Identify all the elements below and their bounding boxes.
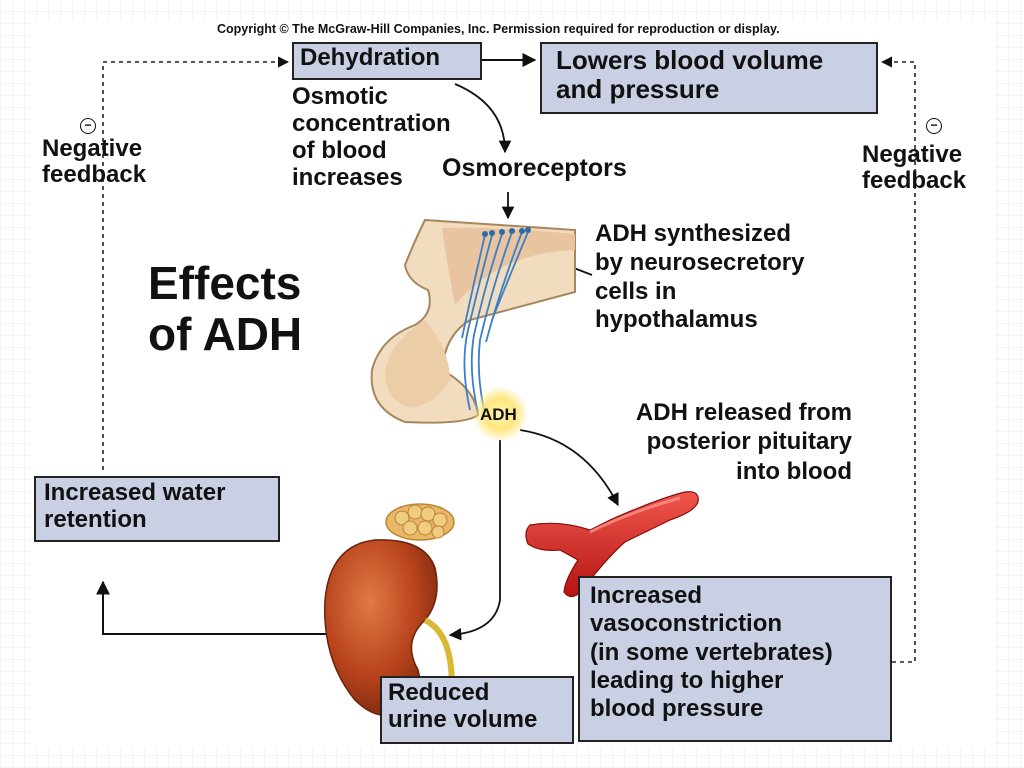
box-increased-water-retention: Increased water retention — [34, 476, 280, 542]
kidney-illustration — [324, 503, 455, 721]
copyright-notice: Copyright © The McGraw-Hill Companies, I… — [217, 22, 780, 36]
diagram-title: Effects of ADH — [148, 257, 303, 360]
label-adh-synthesized: ADH synthesized by neurosecretory cells … — [595, 220, 805, 334]
box-reduced-urine-volume: Reduced urine volume — [380, 676, 574, 744]
arrow-adh-to-kidney — [448, 440, 501, 641]
negative-feedback-left-loop — [102, 56, 290, 470]
label-adh-released: ADH released from posterior pituitary in… — [635, 399, 852, 485]
box-increased-vasoconstriction: Increased vasoconstriction (in some vert… — [578, 576, 892, 742]
box-lowers-blood-volume: Lowers blood volume and pressure — [540, 42, 878, 114]
arrow-dehydration-to-osmoreceptors — [454, 83, 512, 154]
diagram-graphics — [96, 53, 916, 721]
box-dehydration: Dehydration — [292, 42, 482, 80]
label-negative-feedback-right: Negative feedback — [862, 141, 967, 195]
minus-circle-icon-right: − — [926, 118, 942, 134]
label-osmoreceptors: Osmoreceptors — [442, 154, 627, 182]
diagram-canvas: Copyright © The McGraw-Hill Companies, I… — [30, 20, 996, 748]
label-osmotic-concentration: Osmotic concentration of blood increases — [292, 83, 451, 191]
hypothalamus-pituitary-illustration — [370, 218, 576, 424]
arrow-adh-to-artery — [519, 429, 619, 507]
label-negative-feedback-left: Negative feedback — [42, 135, 147, 189]
minus-circle-icon-left: − — [80, 118, 96, 134]
artery-illustration — [525, 491, 699, 598]
arrow-kidney-to-water-retention — [96, 580, 330, 635]
label-adh: ADH — [480, 405, 517, 424]
adh-glow — [472, 386, 528, 442]
negative-feedback-right-loop — [880, 56, 916, 663]
